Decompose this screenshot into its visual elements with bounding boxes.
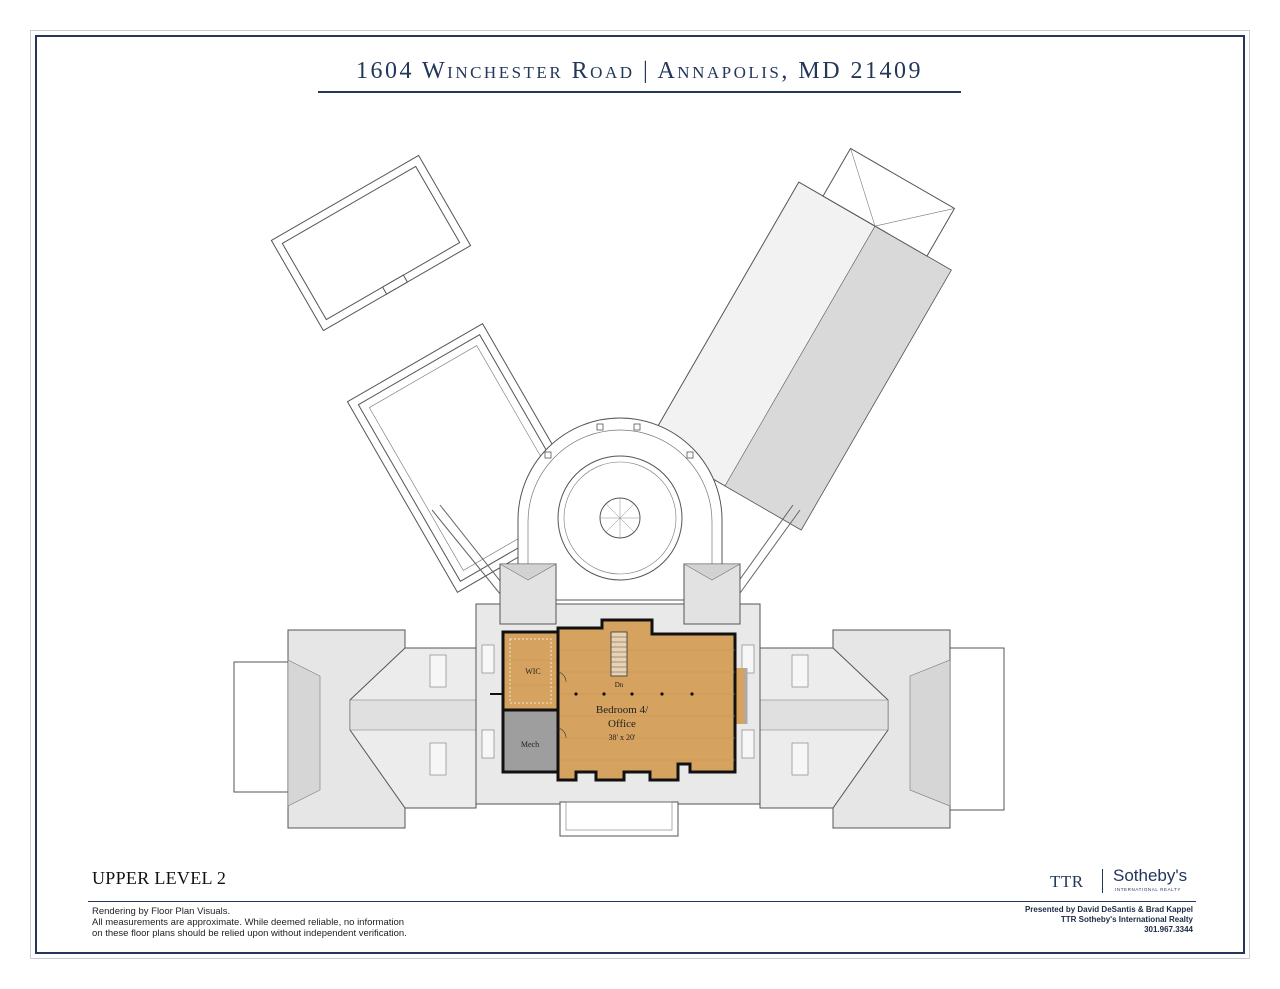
left-lower-wing-roof (233, 629, 477, 829)
disclaimer-line-3: on these floor plans should be relied up… (92, 928, 407, 939)
level-label: UPPER LEVEL 2 (92, 868, 227, 888)
interior-plan (490, 618, 748, 782)
presenter-brokerage: TTR Sotheby's International Realty (1060, 915, 1193, 924)
logo-realty-text: INTERNATIONAL REALTY (1115, 887, 1181, 892)
room-label-bedroom-size: 38' x 20' (609, 733, 636, 742)
presenter-phone: 301.967.3344 (1144, 925, 1193, 934)
logo-sothebys-text: Sotheby's (1113, 866, 1188, 885)
disclaimer-line-2: All measurements are approximate. While … (92, 917, 405, 928)
inner-frame (35, 35, 1245, 954)
page-title: 1604 Winchester Road | Annapolis, MD 214… (355, 58, 924, 84)
room-label-bedroom-name-line2: Office (608, 718, 636, 730)
presenter-info: Presented by David DeSantis & Brad Kappe… (1025, 905, 1193, 935)
disclaimer-text: Rendering by Floor Plan Visuals. All mea… (92, 906, 407, 939)
rotunda-roof (517, 417, 723, 601)
room-label-mech: Mech (521, 740, 539, 749)
room-label-wic: WIC (525, 667, 541, 676)
right-wing-roof (648, 147, 956, 531)
garage-roof-outline (270, 154, 472, 332)
presenter-names: Presented by David DeSantis & Brad Kappe… (1024, 905, 1193, 914)
outer-frame (30, 30, 1250, 959)
right-lower-wing-roof (759, 629, 1005, 829)
stair-label-dn: Dn (615, 681, 624, 689)
disclaimer-line-1: Rendering by Floor Plan Visuals. (92, 906, 231, 917)
brokerage-logo: TTR Sotheby's INTERNATIONAL REALTY (1050, 866, 1190, 896)
title-underline (318, 91, 961, 93)
room-label-bedroom-name: Bedroom 4/ (596, 704, 649, 716)
logo-ttr-text: TTR (1050, 872, 1084, 891)
logo-divider (1102, 869, 1103, 893)
footer-divider (88, 901, 1196, 902)
